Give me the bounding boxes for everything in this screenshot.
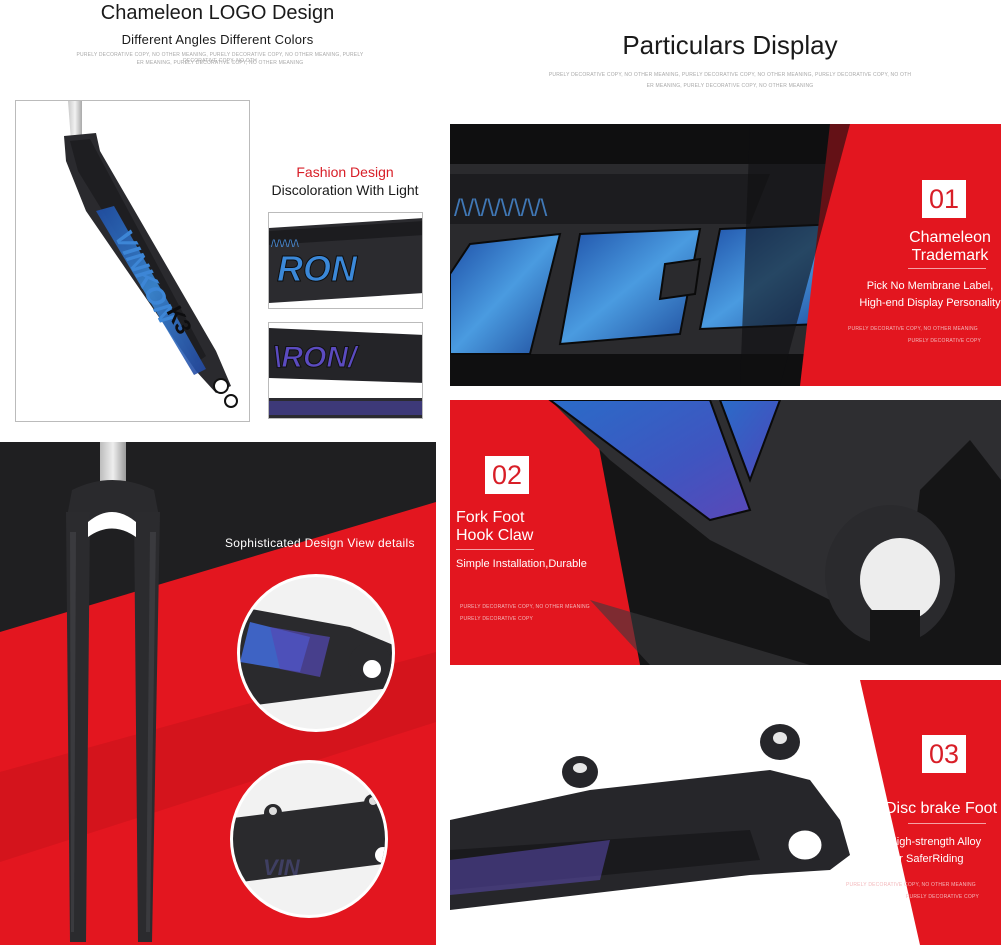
feature-number-01: 01 [922, 180, 966, 218]
right-fine-print-2: ER MEANING, PURELY DECORATIVE COPY, NO O… [646, 83, 814, 89]
left-fine-print-1: PURELY DECORATIVE COPY, NO OTHER MEANING… [76, 52, 364, 64]
feature-desc-01-line2: High-end Display Personality [859, 297, 1001, 309]
feature-panel-3 [450, 680, 1001, 945]
feature-desc-01-line1: Pick No Membrane Label, [866, 280, 994, 292]
feature-divider-01 [908, 268, 986, 269]
left-fine-print-2: ER MEANING, PURELY DECORATIVE COPY, NO O… [136, 60, 304, 66]
feature-fine-02b: PURELY DECORATIVE COPY [460, 616, 534, 622]
left-title: Chameleon LOGO Design [100, 2, 335, 24]
feature-desc-02-line1: Simple Installation,Durable [456, 558, 587, 570]
feature-title-03-line1: Disc brake Foot [884, 800, 998, 817]
svg-text:VIN: VIN [263, 855, 301, 880]
svg-text:/\/\/\/\/\: /\/\/\/\/\ [271, 239, 299, 250]
right-fine-print-1: PURELY DECORATIVE COPY, NO OTHER MEANING… [548, 72, 912, 78]
detail-circle-dropout [237, 574, 395, 732]
feature-desc-03-line1: High-strength Alloy [888, 836, 982, 848]
detail-circle-disc-mount: VIN [230, 760, 388, 918]
disc-brake-image [450, 680, 1001, 945]
feature-number-02: 02 [485, 456, 529, 494]
left-subtitle: Different Angles Different Colors [121, 32, 314, 47]
feature-title-01-line1: Chameleon [909, 229, 991, 246]
feature-panel-1: /\/\/\/\/\/\/\ [450, 124, 1001, 386]
fork-full-view-panel [0, 442, 436, 945]
feature-fine-01a: PURELY DECORATIVE COPY, NO OTHER MEANING [848, 326, 978, 332]
feature-fine-01b: PURELY DECORATIVE COPY [908, 338, 982, 344]
fork-detail-image: /\/\/\/\/\/\/\ [450, 124, 1001, 386]
fork-foot-image [450, 400, 1001, 665]
sophisticated-design-label: Sophisticated Design View details [225, 536, 415, 550]
feature-fine-03a: PURELY DECORATIVE COPY, NO OTHER MEANING [846, 882, 976, 888]
logo-closeup-blue: /\/\/\/\/\ RON [268, 212, 423, 309]
feature-title-02-line2: Hook Claw [456, 527, 534, 544]
right-title: Particulars Display [622, 30, 838, 60]
discoloration-label: Discoloration With Light [271, 182, 419, 198]
feature-fine-02a: PURELY DECORATIVE COPY, NO OTHER MEANING [460, 604, 590, 610]
feature-divider-02 [456, 549, 534, 550]
feature-divider-03 [908, 823, 986, 824]
feature-title-01-line2: Trademark [911, 247, 989, 264]
svg-text:RON: RON [277, 248, 358, 289]
fashion-design-label: Fashion Design [296, 164, 394, 180]
fork-product-image: VINKON K3 [15, 100, 250, 422]
svg-text:/\/\/\/\/\/\/\: /\/\/\/\/\/\/\ [454, 195, 548, 222]
feature-panel-2 [450, 400, 1001, 665]
feature-title-02-line1: Fork Foot [456, 509, 525, 526]
svg-text:\RON/: \RON/ [273, 341, 359, 374]
feature-fine-03b: PURELY DECORATIVE COPY [906, 894, 980, 900]
feature-desc-03-line2: For SaferRiding [886, 853, 964, 865]
logo-closeup-purple: \RON/ [268, 322, 423, 419]
feature-number-03: 03 [922, 735, 966, 773]
bike-fork-image: VINKON K3 [64, 101, 238, 408]
